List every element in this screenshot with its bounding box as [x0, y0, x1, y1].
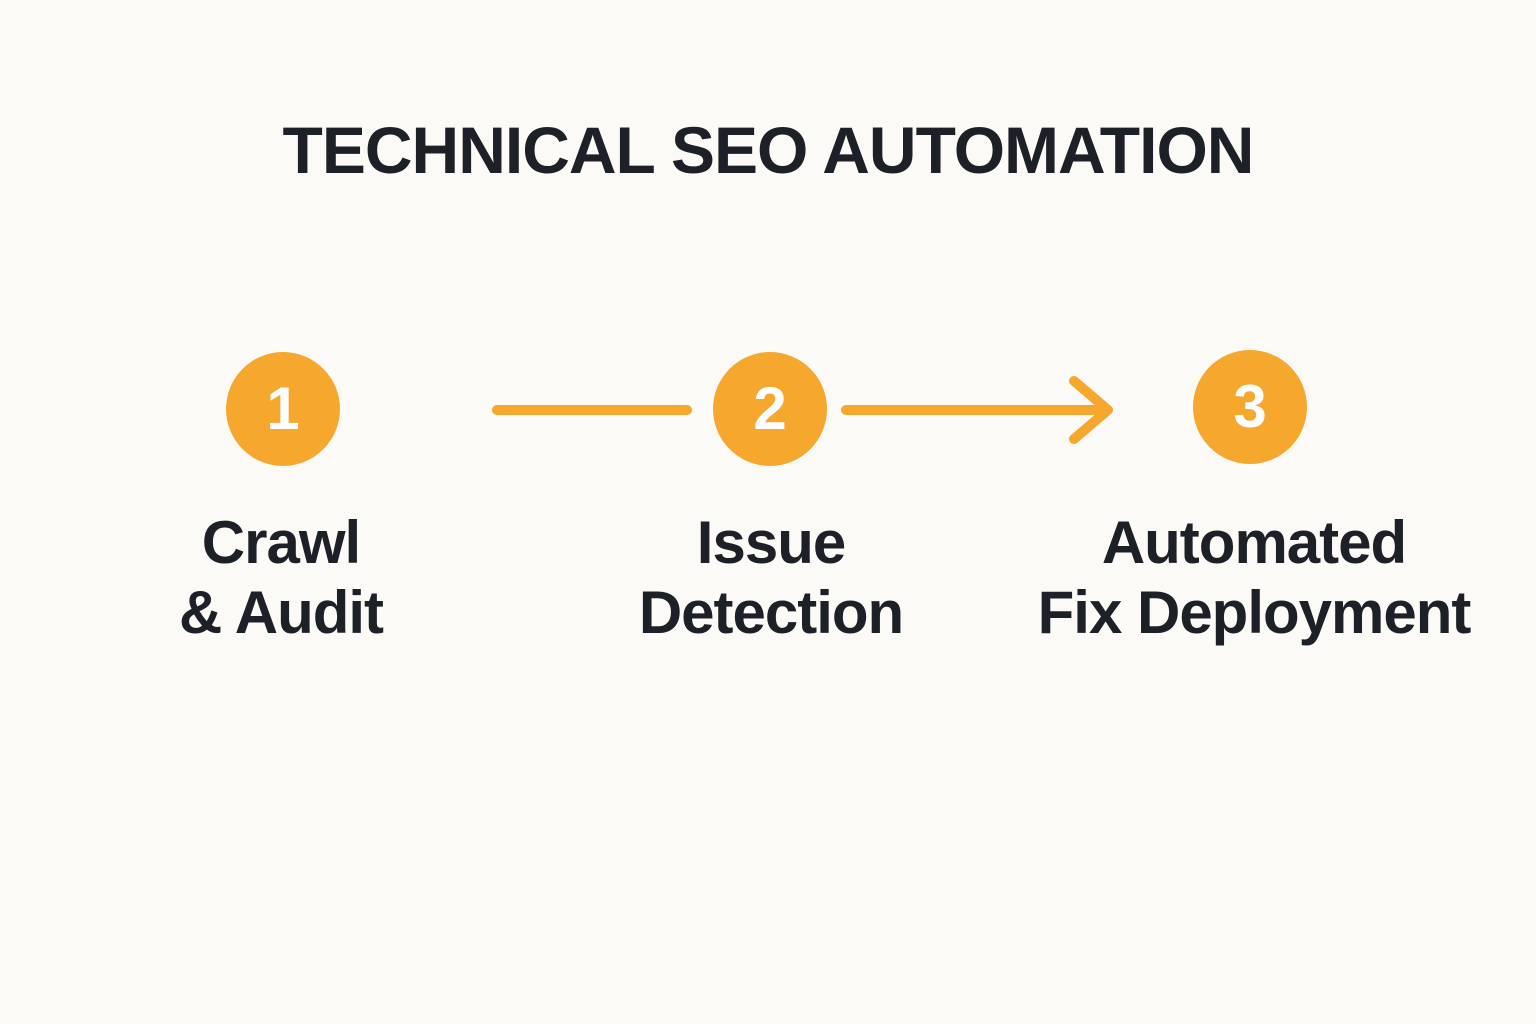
step-label-line: Issue — [696, 509, 846, 576]
step-circle-3: 3 — [1193, 350, 1307, 464]
step-circle-1: 1 — [226, 352, 340, 466]
page-title: TECHNICAL SEO AUTOMATION — [282, 113, 1255, 187]
connector-line — [492, 405, 692, 415]
step-label-line: & Audit — [178, 579, 384, 646]
step-circle-2: 2 — [713, 352, 827, 466]
step-label-issue-detection: Issue Detection — [511, 508, 1031, 648]
arrow-right-icon — [840, 373, 1120, 447]
step-number-3: 3 — [1233, 373, 1267, 440]
step-label-line: Automated — [1101, 509, 1407, 576]
step-number-2: 2 — [753, 375, 787, 442]
step-number-1: 1 — [266, 375, 300, 442]
step-label-crawl-audit: Crawl & Audit — [21, 508, 541, 648]
step-label-line: Crawl — [201, 509, 361, 576]
step-label-line: Fix Deployment — [1037, 579, 1472, 646]
step-label-line: Detection — [638, 579, 904, 646]
step-label-automated-fix: Automated Fix Deployment — [994, 508, 1514, 648]
